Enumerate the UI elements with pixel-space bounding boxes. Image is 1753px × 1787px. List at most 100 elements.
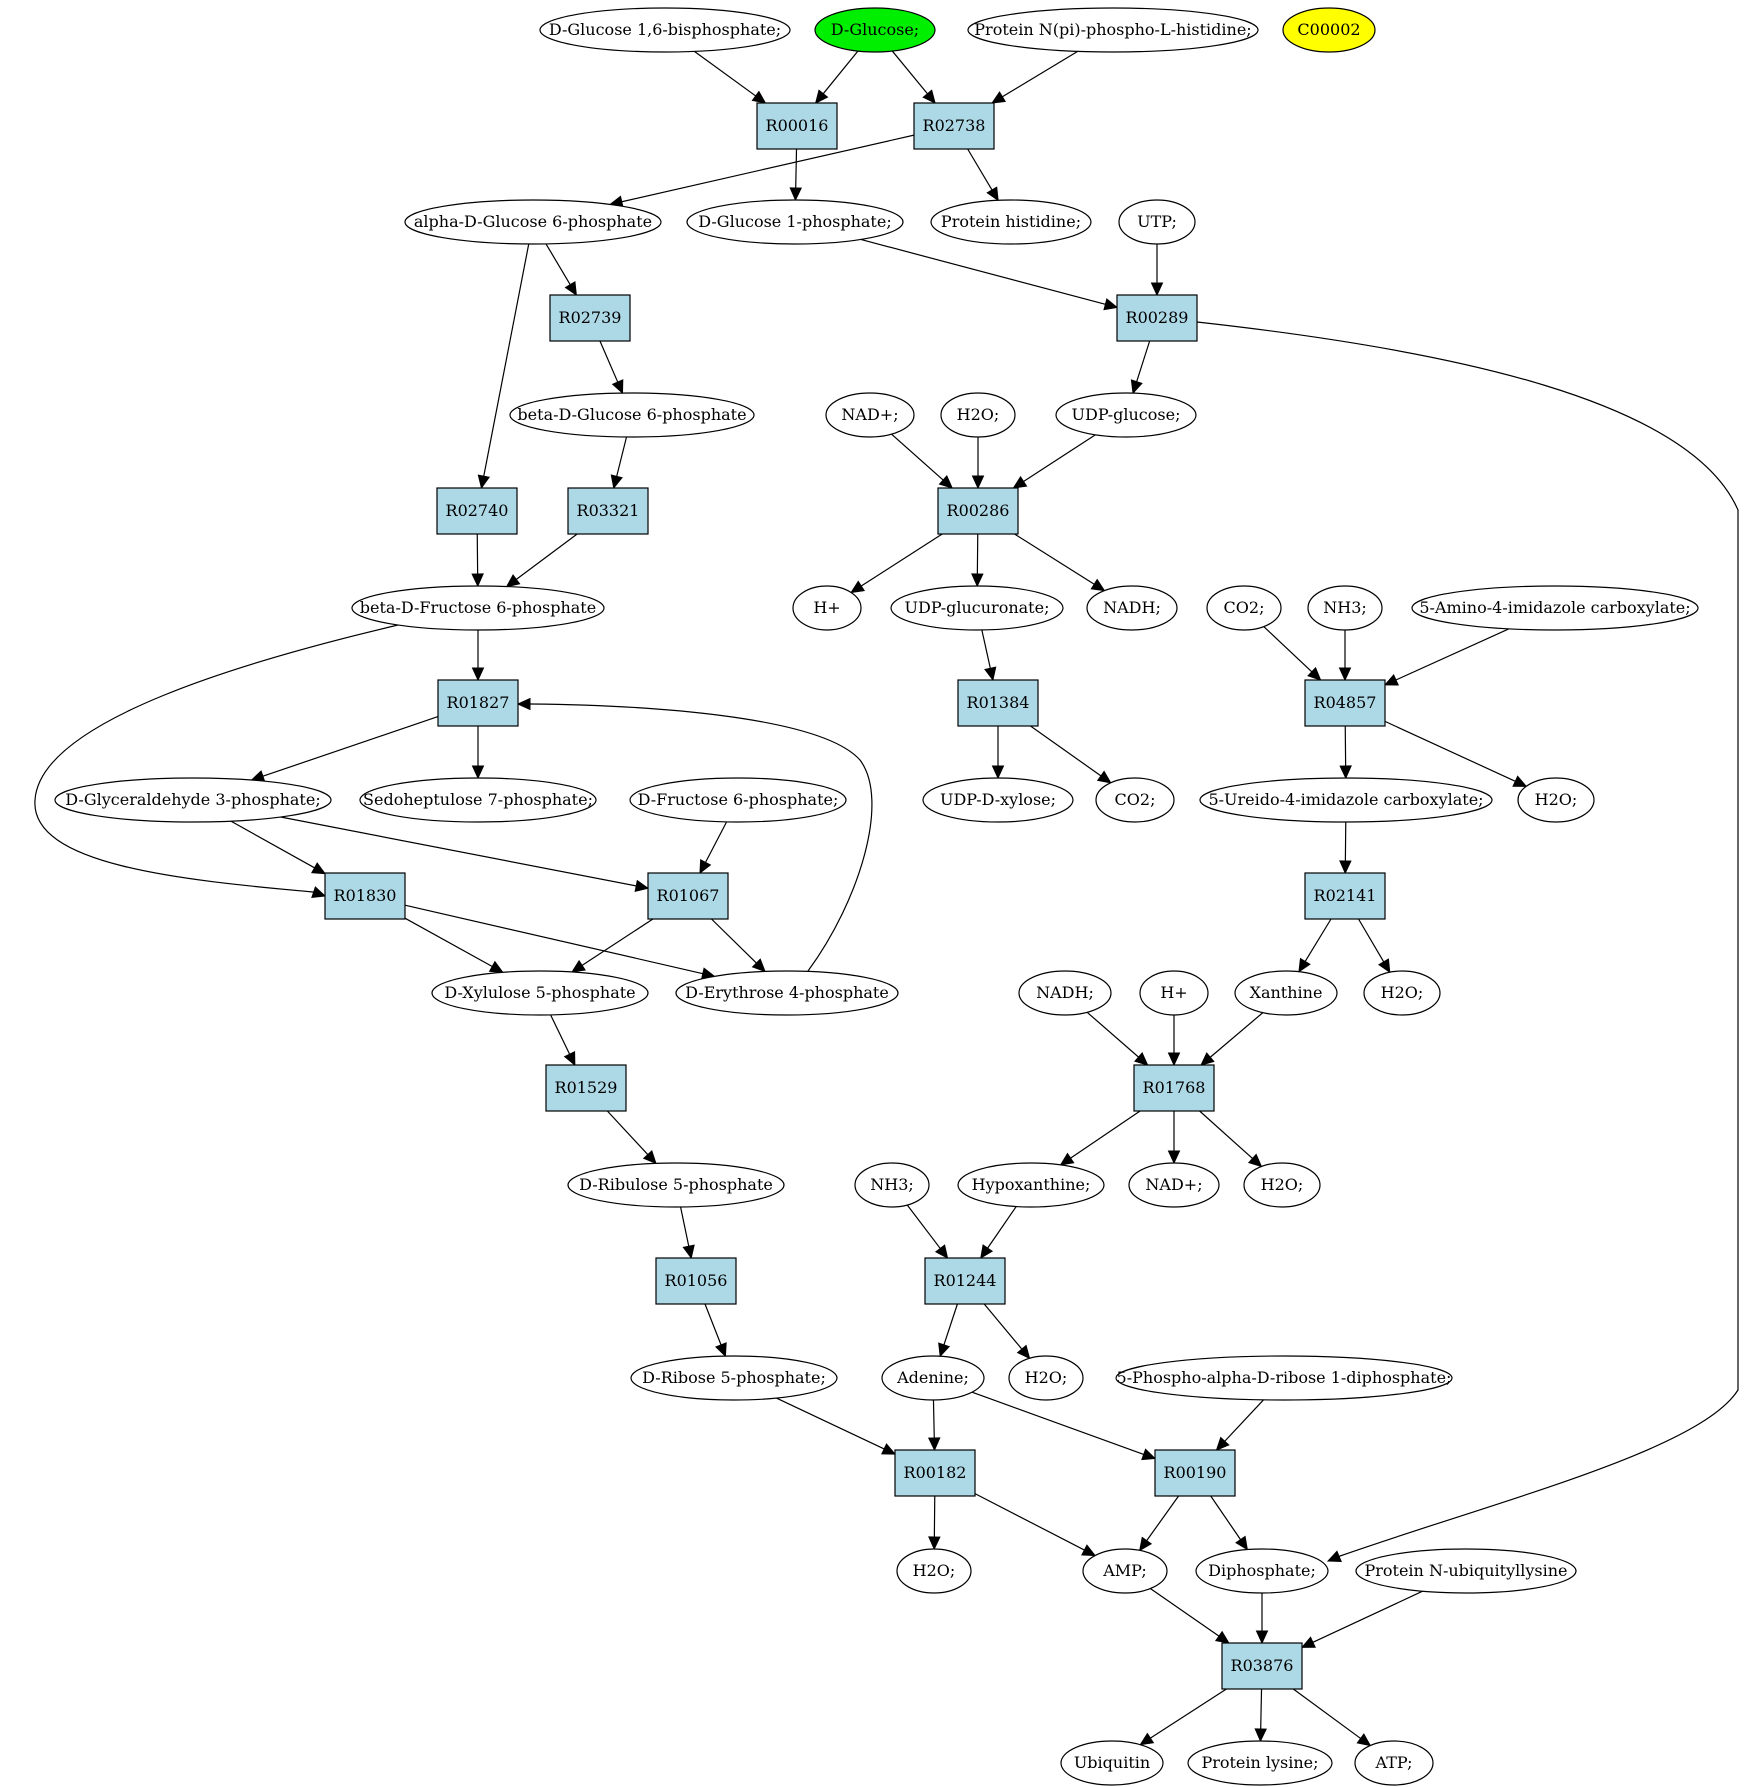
reaction-label: R00016: [766, 116, 829, 135]
edge-c_ru5p-to-r_R01056: [679, 1206, 690, 1247]
edge-c_h2o_1-to-r_R00286-arrowhead: [971, 475, 985, 490]
edge-r_R00016-to-c_g1p: [795, 148, 798, 189]
edge-c_ag6p-to-r_R02739-arrowhead: [564, 281, 577, 297]
compound-shape: [1307, 585, 1383, 631]
compound-shape: [1411, 585, 1699, 631]
compound-node-udpglc: UDP-glucose;: [1055, 392, 1197, 438]
edge-r_R03876-to-c_protlys: [1260, 1688, 1263, 1730]
edge-c_ru5p-to-r_R01056-arrowhead: [682, 1244, 695, 1260]
reaction-node-R01529: R01529: [545, 1064, 627, 1112]
edge-c_aica-to-r_R04857: [1395, 628, 1510, 681]
reaction-node-R00289: R00289: [1116, 294, 1198, 342]
compound-label: Diphosphate;: [1208, 1561, 1316, 1580]
compound-node-protlys: Protein lysine;: [1187, 1740, 1333, 1786]
compound-node-amp: AMP;: [1082, 1548, 1168, 1594]
edge-r_R01384-to-c_udpxyl-arrowhead: [991, 765, 1005, 780]
compound-node-uica: 5-Ureido-4-imidazole carboxylate;: [1199, 777, 1493, 823]
edge-r_R01067-to-c_xu5p: [581, 918, 654, 966]
compound-shape: [1354, 1740, 1434, 1786]
compound-shape: [1517, 777, 1595, 823]
compound-shape: [1115, 1355, 1453, 1401]
edge-c_hypox-to-r_R01244-arrowhead: [980, 1244, 994, 1259]
reaction-box: [1133, 1064, 1215, 1112]
edge-r_R00289-to-c_diphos: [1196, 321, 1739, 1557]
compound-node-protnpi: Protein N(pi)-phospho-L-histidine;: [967, 7, 1259, 53]
compound-shape: [1195, 1548, 1329, 1594]
compound-node-bf6p: beta-D-Fructose 6-phosphate: [351, 585, 605, 631]
compound-label: H2O;: [1535, 790, 1578, 809]
edge-c_nad_1-to-r_R00286-arrowhead: [938, 475, 954, 489]
compound-label: D-Glucose 1-phosphate;: [698, 212, 891, 231]
compound-node-ubiquitin: Ubiquitin: [1060, 1740, 1164, 1786]
compound-node-nadh_1: NADH;: [1086, 585, 1178, 631]
edge-c_xanthine-to-r_R01768: [1209, 1012, 1264, 1058]
compound-node-h2o_6: H2O;: [896, 1548, 972, 1594]
edge-r_R04857-to-c_h2o_2: [1384, 720, 1516, 782]
edge-c_udpglc-to-r_R00286-arrowhead: [1012, 475, 1028, 489]
edge-r_R02739-to-c_bg6p: [599, 340, 619, 383]
compound-shape: [431, 970, 649, 1016]
edge-r_R01067-to-c_xu5p-arrowhead: [571, 959, 586, 973]
edge-c_utp-to-r_R00289-arrowhead: [1150, 282, 1164, 297]
edge-c_g1p-to-r_R00289-arrowhead: [1103, 298, 1119, 311]
reaction-box: [756, 102, 838, 150]
compound-node-e4p: D-Erythrose 4-phosphate: [675, 970, 899, 1016]
reaction-node-R02740: R02740: [436, 487, 518, 535]
edge-c_nadh_2-to-r_R01768: [1086, 1011, 1139, 1058]
edge-r_R00190-to-c_diphos-arrowhead: [1235, 1535, 1249, 1551]
compound-node-aica: 5-Amino-4-imidazole carboxylate;: [1411, 585, 1699, 631]
compound-shape: [1206, 585, 1282, 631]
edge-r_R02141-to-c_xanthine: [1304, 918, 1332, 962]
compound-node-prpp: 5-Phospho-alpha-D-ribose 1-diphosphate;: [1115, 1355, 1453, 1401]
edge-r_R01827-to-c_s7p-arrowhead: [471, 765, 485, 780]
compound-shape: [890, 585, 1064, 631]
reaction-label: R01384: [967, 693, 1030, 712]
edge-c_udpglcur-to-r_R01384-arrowhead: [984, 666, 997, 682]
compound-node-h2o_4: H2O;: [1243, 1162, 1321, 1208]
compound-label: Protein N(pi)-phospho-L-histidine;: [974, 20, 1251, 39]
edge-r_R01244-to-c_h2o_5-arrowhead: [1016, 1344, 1031, 1360]
compound-label: Ubiquitin: [1074, 1753, 1150, 1772]
reaction-box: [1116, 294, 1198, 342]
reaction-label: R01244: [934, 1271, 997, 1290]
compound-shape: [1095, 777, 1175, 823]
edge-c_hypox-to-r_R01244: [987, 1206, 1017, 1249]
compound-label: 5-Phospho-alpha-D-ribose 1-diphosphate;: [1117, 1368, 1452, 1387]
reaction-box: [655, 1257, 737, 1305]
compound-shape: [351, 585, 605, 631]
edge-c_nadh_2-to-r_R01768-arrowhead: [1134, 1052, 1149, 1066]
edge-c_gap-to-r_R01830: [230, 820, 315, 869]
compound-shape: [630, 1355, 838, 1401]
compound-node-udpglcur: UDP-glucuronate;: [890, 585, 1064, 631]
edge-r_R01768-to-c_h2o_4: [1199, 1110, 1253, 1159]
compound-label: D-Ribose 5-phosphate;: [642, 1368, 826, 1387]
compound-label: Sedoheptulose 7-phosphate;: [363, 790, 593, 809]
compound-label: D-Glyceraldehyde 3-phosphate;: [65, 790, 320, 809]
compound-shape: [1355, 1548, 1577, 1594]
edge-c_bg6p-to-r_R03321-arrowhead: [610, 474, 623, 490]
compound-label: alpha-D-Glucose 6-phosphate: [414, 212, 652, 231]
compound-node-xanthine: Xanthine: [1234, 970, 1338, 1016]
reaction-label: R01768: [1143, 1078, 1206, 1097]
reaction-node-R00182: R00182: [894, 1449, 976, 1497]
edge-r_R00289-to-c_udpglc: [1136, 340, 1151, 382]
edge-r_R00190-to-c_amp: [1146, 1495, 1180, 1541]
compound-node-udpxyl: UDP-D-xylose;: [922, 777, 1074, 823]
edge-c_dglucose-to-r_R00016-arrowhead: [814, 89, 829, 104]
compound-label: beta-D-Fructose 6-phosphate: [360, 598, 596, 617]
compound-node-prothis: Protein histidine;: [930, 199, 1092, 245]
edge-c_ag6p-to-r_R02740: [483, 243, 530, 477]
edge-c_co2_1-to-r_R04857: [1263, 626, 1313, 673]
edge-r_R01244-to-c_adenine-arrowhead: [938, 1342, 951, 1358]
edge-c_glc16bp-to-r_R00016-arrowhead: [751, 90, 767, 104]
compound-node-c00002: C00002: [1282, 7, 1376, 53]
compound-node-h2o_5: H2O;: [1008, 1355, 1084, 1401]
edge-r_R00016-to-c_g1p-arrowhead: [789, 187, 802, 202]
edge-c_dglucose-to-r_R00016: [822, 50, 859, 95]
compound-label: NAD+;: [841, 405, 898, 424]
edge-c_nh3_2-to-r_R01244-arrowhead: [934, 1244, 949, 1259]
reaction-box: [1154, 1449, 1236, 1497]
compound-node-nadh_2: NADH;: [1018, 970, 1112, 1016]
edge-c_xu5p-to-r_R01529: [550, 1014, 571, 1055]
compound-label: CO2;: [1224, 598, 1265, 617]
